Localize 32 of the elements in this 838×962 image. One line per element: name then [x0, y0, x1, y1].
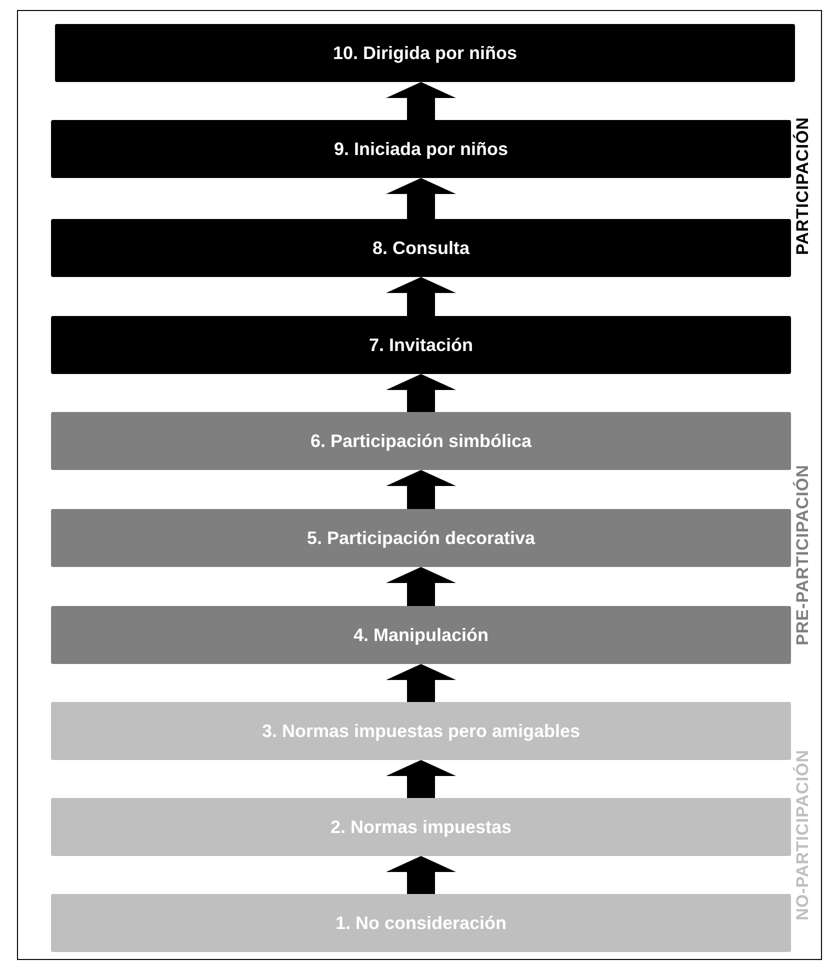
level-bar [51, 219, 791, 277]
level-bar [51, 894, 791, 952]
level-bar [51, 316, 791, 374]
level-label: 10. Dirigida por niños [332, 42, 518, 64]
block-arrow [386, 664, 456, 702]
block-arrow [386, 82, 456, 120]
level-label: 7. Invitación [368, 334, 474, 356]
level-label: 6. Participación simbólica [310, 430, 532, 452]
level-label: 2. Normas impuestas [330, 816, 512, 838]
group-label: PRE-PARTICIPACIÓN [793, 464, 813, 646]
level-bar [51, 412, 791, 470]
block-arrow [386, 374, 456, 412]
block-arrow [386, 856, 456, 894]
level-label: 3. Normas impuestas pero amigables [262, 720, 580, 742]
group-label: PARTICIPACIÓN [793, 116, 813, 256]
block-arrow [386, 178, 456, 219]
block-arrow [386, 470, 456, 509]
group-label: NO-PARTICIPACIÓN [793, 750, 813, 920]
block-arrow [386, 567, 456, 606]
level-label: 9. Iniciada por niños [334, 138, 508, 160]
level-bar [51, 120, 791, 178]
level-label: 5. Participación decorativa [306, 528, 536, 548]
level-bar [55, 24, 795, 82]
block-arrow [386, 760, 456, 798]
level-label: 4. Manipulación [353, 624, 489, 646]
level-label: 8. Consulta [372, 238, 470, 258]
level-bar [51, 606, 791, 664]
level-bar [51, 509, 791, 567]
level-bar [51, 702, 791, 760]
level-bar [51, 798, 791, 856]
block-arrow [386, 277, 456, 316]
level-label: 1. No consideración [335, 912, 507, 934]
